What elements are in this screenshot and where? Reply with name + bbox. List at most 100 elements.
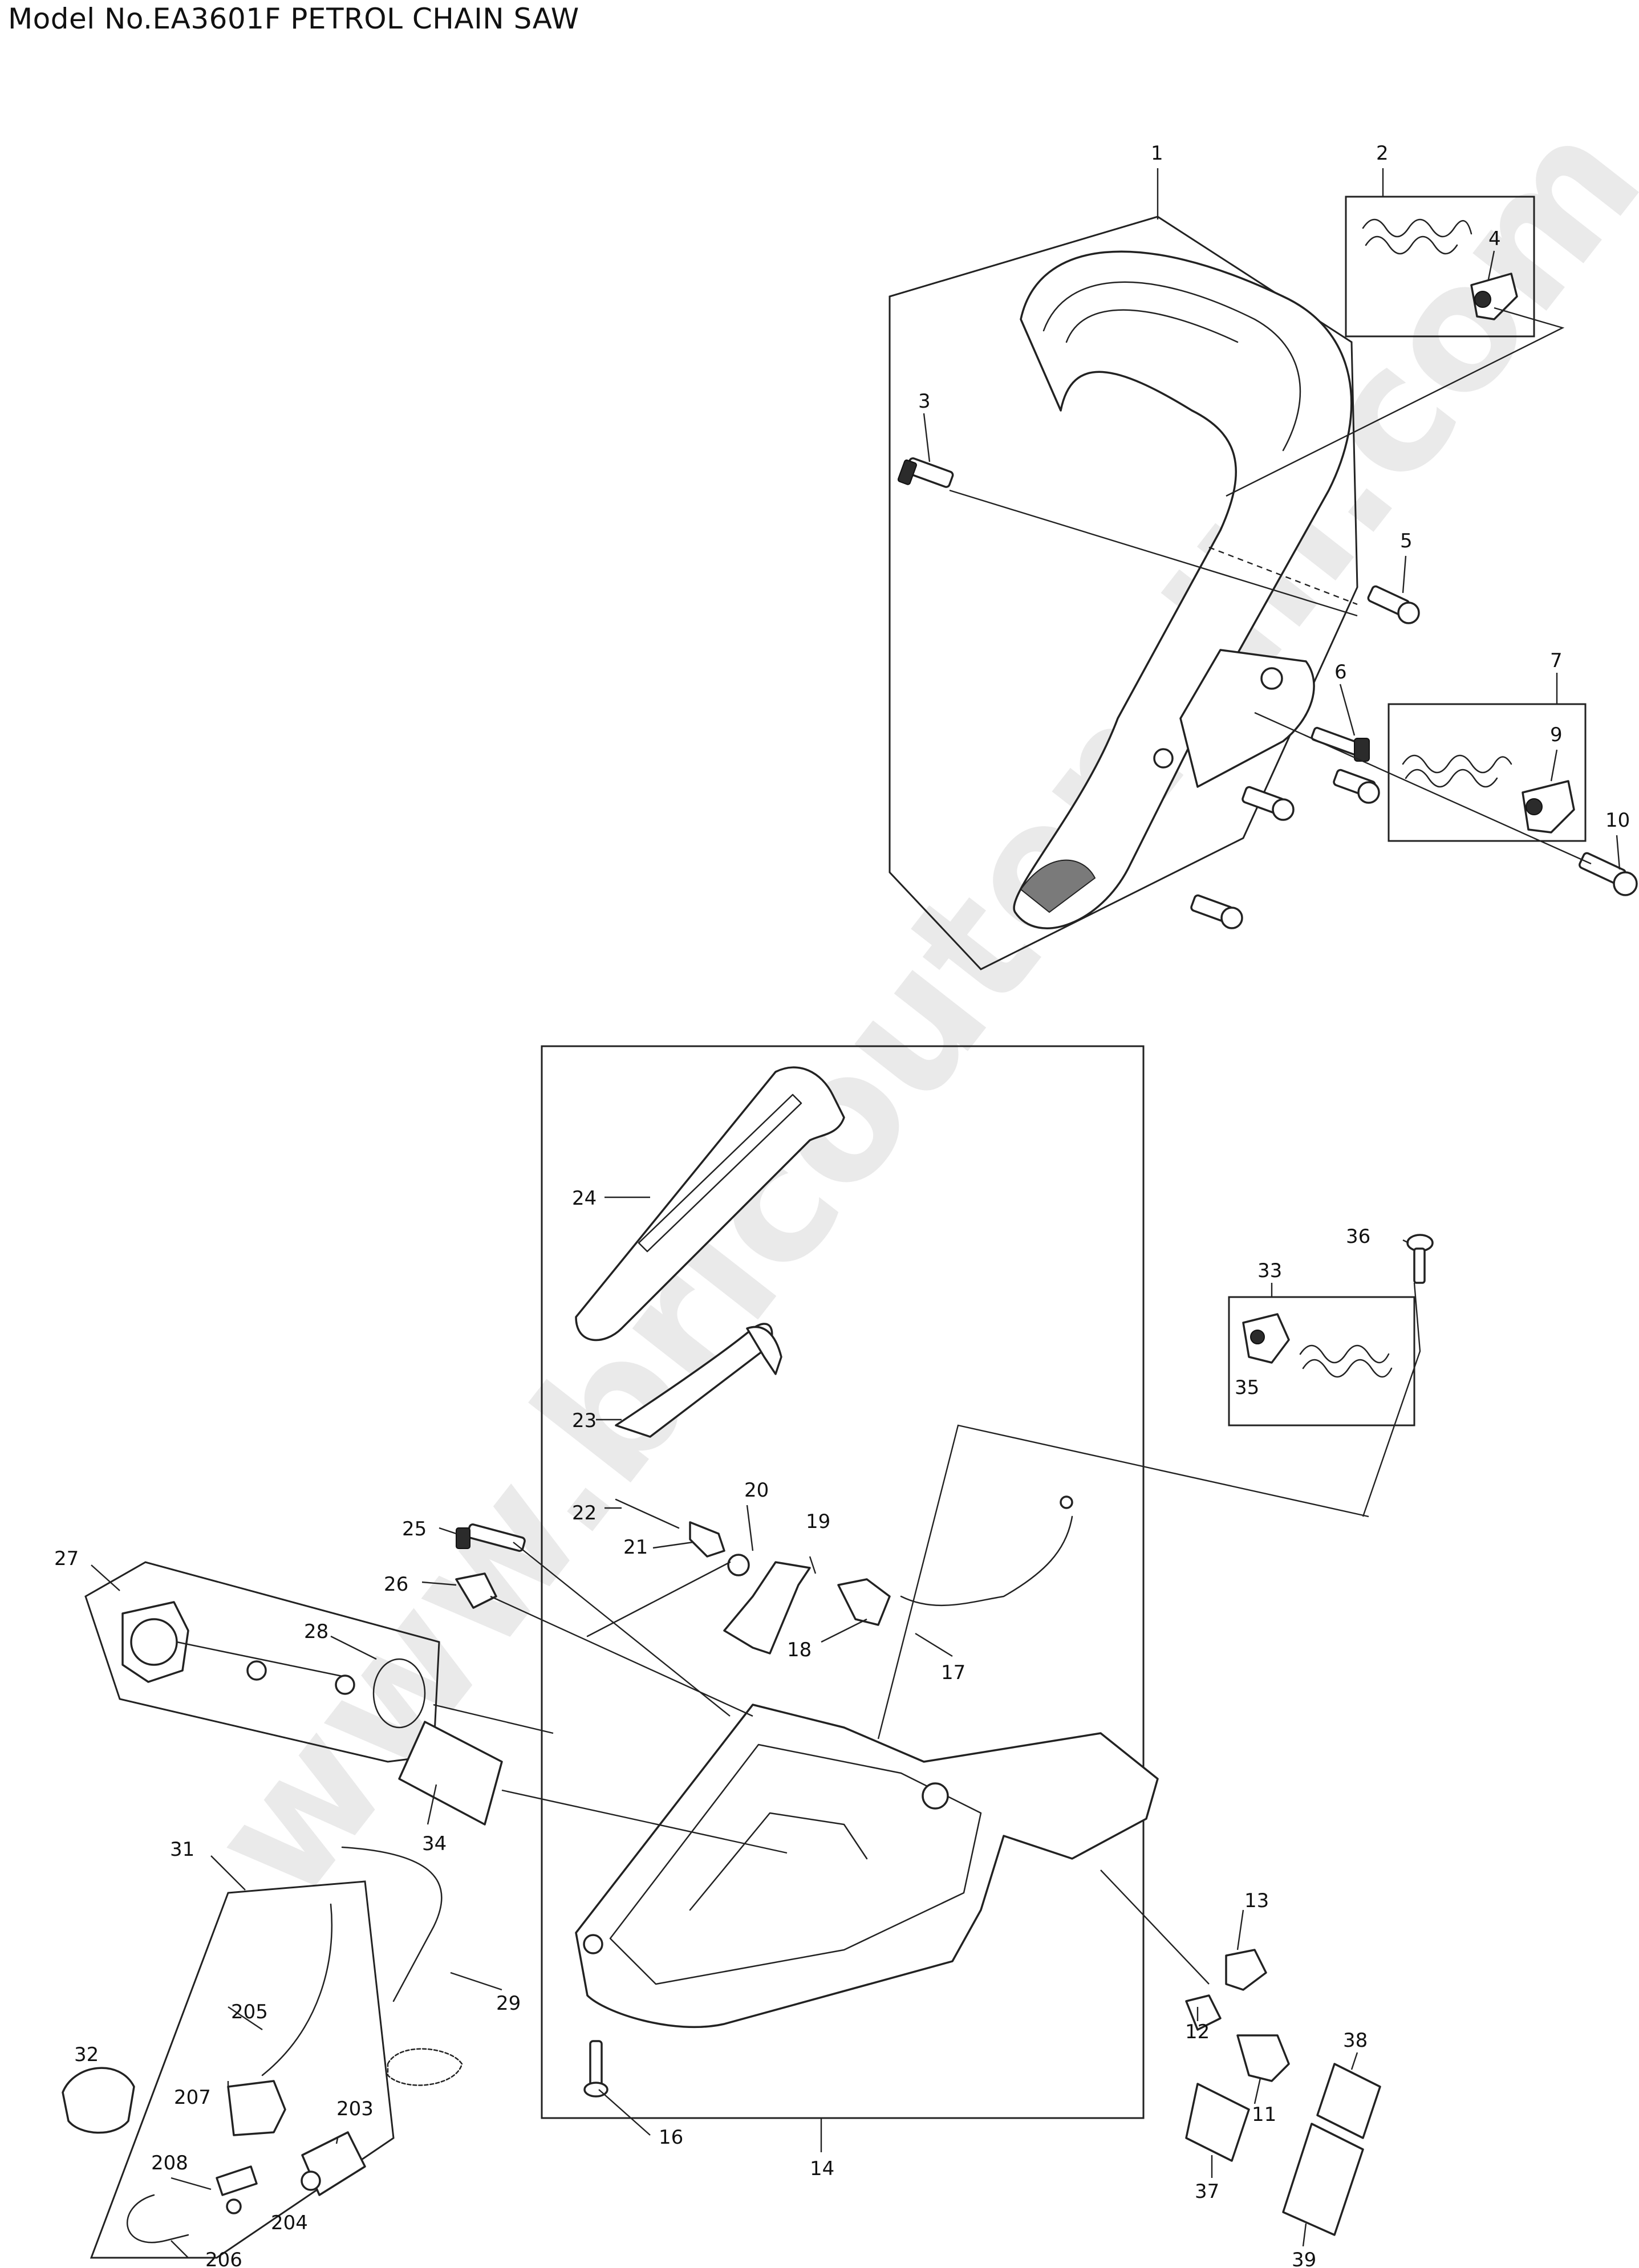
leader-26 xyxy=(490,1595,753,1717)
lever-part-21 xyxy=(689,1521,725,1558)
callout-31: 31 xyxy=(170,1838,194,1861)
handle-cover-part-24 xyxy=(575,1066,845,1342)
bushing-part-13 xyxy=(1225,1949,1267,1991)
callout-28: 28 xyxy=(304,1620,328,1643)
screw-part-6 xyxy=(1311,726,1370,762)
kit-2-leader xyxy=(1226,307,1565,497)
bracket-hole xyxy=(1260,667,1283,690)
screw-part-36 xyxy=(1406,1234,1434,1284)
screw-part-5 xyxy=(1367,585,1420,624)
spring-part-7 xyxy=(1402,754,1512,788)
callout-5: 5 xyxy=(1400,530,1413,552)
bushing-part-12 xyxy=(1185,1994,1222,2031)
callout-22: 22 xyxy=(572,1502,597,1525)
screw-10-leader xyxy=(1254,712,1592,865)
lock-part-19 xyxy=(723,1561,811,1655)
callout-35: 35 xyxy=(1235,1376,1259,1399)
leader-25 xyxy=(513,1542,731,1717)
bolt-a xyxy=(1242,786,1295,821)
ghost-part xyxy=(387,2048,463,2086)
tether-end-b xyxy=(335,1674,355,1695)
bushing-part-11 xyxy=(1236,2034,1290,2082)
handle-hole xyxy=(1153,748,1174,769)
callout-39: 39 xyxy=(1292,2249,1316,2268)
callout-206: 206 xyxy=(205,2249,242,2268)
o-ring-part-28 xyxy=(372,1658,426,1729)
callout-20: 20 xyxy=(744,1479,769,1502)
front-handle-inner-edge xyxy=(1042,281,1301,452)
filter-nipple xyxy=(301,2171,321,2191)
ring-part-20 xyxy=(727,1554,750,1576)
handle-foot xyxy=(1020,859,1096,913)
trigger-part-23 xyxy=(615,1323,773,1438)
housing-inner-line xyxy=(609,1743,982,1985)
callout-23: 23 xyxy=(572,1409,597,1432)
callout-208: 208 xyxy=(151,2152,188,2174)
callout-29: 29 xyxy=(496,1992,521,2015)
filter-part-207 xyxy=(227,2080,286,2136)
callout-19: 19 xyxy=(806,1510,830,1533)
callout-1: 1 xyxy=(1151,142,1163,165)
callout-numbers: 1 2 4 3 5 6 7 9 10 13 12 11 14 16 17 18 … xyxy=(54,142,1630,2268)
kit-7-box xyxy=(1388,703,1587,842)
callout-32: 32 xyxy=(74,2043,99,2066)
callout-38: 38 xyxy=(1343,2029,1368,2052)
pin-part-22 xyxy=(615,1498,680,1529)
callout-34: 34 xyxy=(422,1832,447,1855)
callout-9: 9 xyxy=(1550,724,1563,746)
leader-13 xyxy=(1100,1869,1210,1985)
screw-3-leader xyxy=(949,489,1358,617)
clamp-part-204 xyxy=(226,2198,242,2214)
callout-12: 12 xyxy=(1185,2021,1210,2043)
main-body-box xyxy=(541,1045,1145,2119)
switch-part-18 xyxy=(837,1578,891,1626)
spring-wire xyxy=(586,1561,731,1637)
bolt-c xyxy=(1190,894,1243,929)
page-title: Model No.EA3601F PETROL CHAIN SAW xyxy=(8,2,579,35)
callout-24: 24 xyxy=(572,1187,597,1210)
callout-36: 36 xyxy=(1346,1225,1370,1248)
hose-part-29 xyxy=(341,1846,443,2002)
callout-21: 21 xyxy=(623,1536,648,1559)
callout-205: 205 xyxy=(231,2001,268,2023)
callout-4: 4 xyxy=(1488,227,1501,250)
kit-33-leader xyxy=(1362,1282,1421,1517)
bolt-b xyxy=(1333,769,1380,804)
callout-13: 13 xyxy=(1244,1889,1269,1912)
callout-leaders xyxy=(91,168,1621,2258)
throttle-rod-part-17 xyxy=(900,1515,1073,1606)
screw-part-10 xyxy=(1579,852,1638,896)
callout-203: 203 xyxy=(336,2098,374,2120)
label-part-38 xyxy=(1316,2063,1381,2139)
label-part-37 xyxy=(1185,2083,1250,2162)
fuel-kit-31-outline xyxy=(90,1880,395,2259)
primer-bulb-part-32 xyxy=(62,2067,135,2134)
clamp-part-208 xyxy=(216,2165,258,2196)
front-handle-group xyxy=(889,216,1358,970)
damper-part-9-hub xyxy=(1526,798,1543,815)
label-part-39 xyxy=(1282,2123,1364,2236)
callout-33: 33 xyxy=(1257,1259,1282,1282)
spring-part-2 xyxy=(1362,218,1472,255)
callout-14: 14 xyxy=(810,2157,834,2180)
damper-part-4-hub xyxy=(1474,291,1491,308)
damper-part-35 xyxy=(1242,1313,1290,1364)
fuel-cap-tether xyxy=(176,1641,343,1677)
callout-7: 7 xyxy=(1550,649,1563,672)
callout-207: 207 xyxy=(174,2086,211,2109)
front-handle-inner-edge-2 xyxy=(1065,309,1239,343)
kit-2-box xyxy=(1345,196,1535,338)
leader-17-kit xyxy=(877,1424,1369,1739)
callout-16: 16 xyxy=(659,2126,683,2149)
callout-17: 17 xyxy=(941,1661,965,1684)
housing-hole-2 xyxy=(583,1934,603,1954)
screw-part-3 xyxy=(897,457,954,488)
screw-part-25 xyxy=(456,1523,526,1552)
trigger-part-23-lever xyxy=(746,1326,782,1375)
kit-33-box xyxy=(1228,1296,1415,1426)
callout-204: 204 xyxy=(271,2212,308,2234)
callout-3: 3 xyxy=(918,390,931,413)
damper-part-9 xyxy=(1522,780,1575,834)
callout-27: 27 xyxy=(54,1547,79,1570)
